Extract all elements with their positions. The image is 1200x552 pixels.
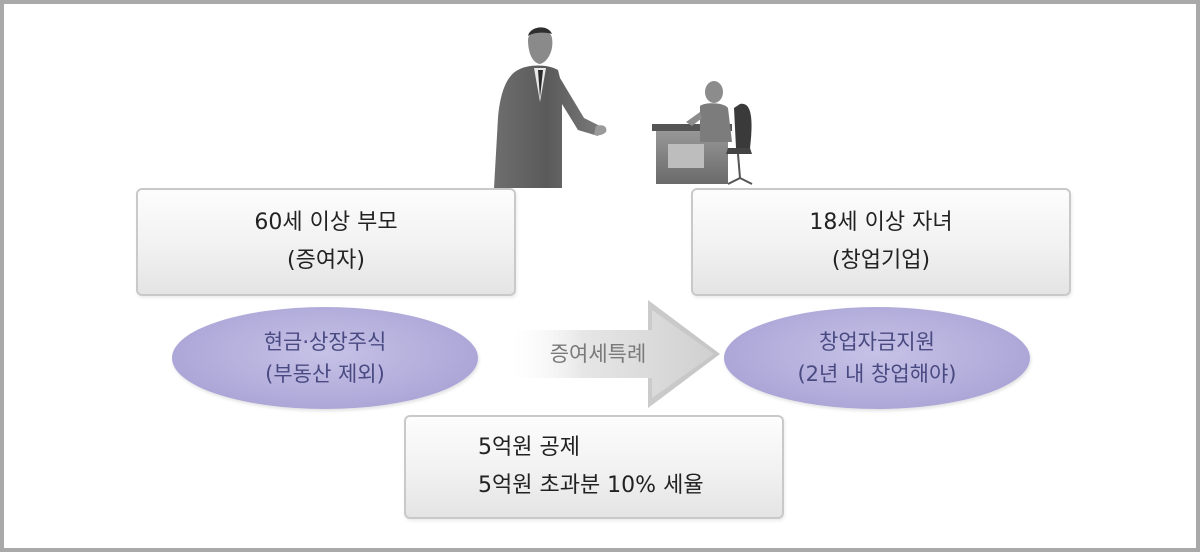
donor-box: 60세 이상 부모 (증여자) — [136, 188, 516, 296]
recipient-box: 18세 이상 자녀 (창업기업) — [691, 188, 1071, 296]
asset-ellipse: 현금·상장주식 (부동산 제외) — [172, 307, 478, 409]
asset-title: 현금·상장주식 — [263, 330, 387, 354]
seated-person-at-desk-icon — [652, 81, 753, 185]
purpose-title: 창업자금지원 — [819, 330, 935, 354]
recipient-title: 18세 이상 자녀 — [809, 210, 953, 235]
purpose-subtitle: (2년 내 창업해야) — [797, 362, 957, 386]
arrow-label: 증여세특례 — [549, 342, 647, 366]
tax-rate: 5억원 초과분 10% 세율 — [478, 473, 704, 498]
recipient-subtitle: (창업기업) — [831, 248, 931, 273]
right-arrow-icon — [510, 300, 720, 408]
asset-subtitle: (부동산 제외) — [265, 362, 385, 386]
businessman-illustration — [494, 27, 753, 188]
tax-box: 5억원 공제 5억원 초과분 10% 세율 — [404, 415, 784, 519]
donor-subtitle: (증여자) — [287, 248, 365, 273]
purpose-ellipse: 창업자금지원 (2년 내 창업해야) — [724, 307, 1030, 409]
tax-deduction: 5억원 공제 — [478, 435, 580, 460]
donor-title: 60세 이상 부모 — [254, 210, 398, 235]
standing-man-icon — [494, 27, 607, 188]
